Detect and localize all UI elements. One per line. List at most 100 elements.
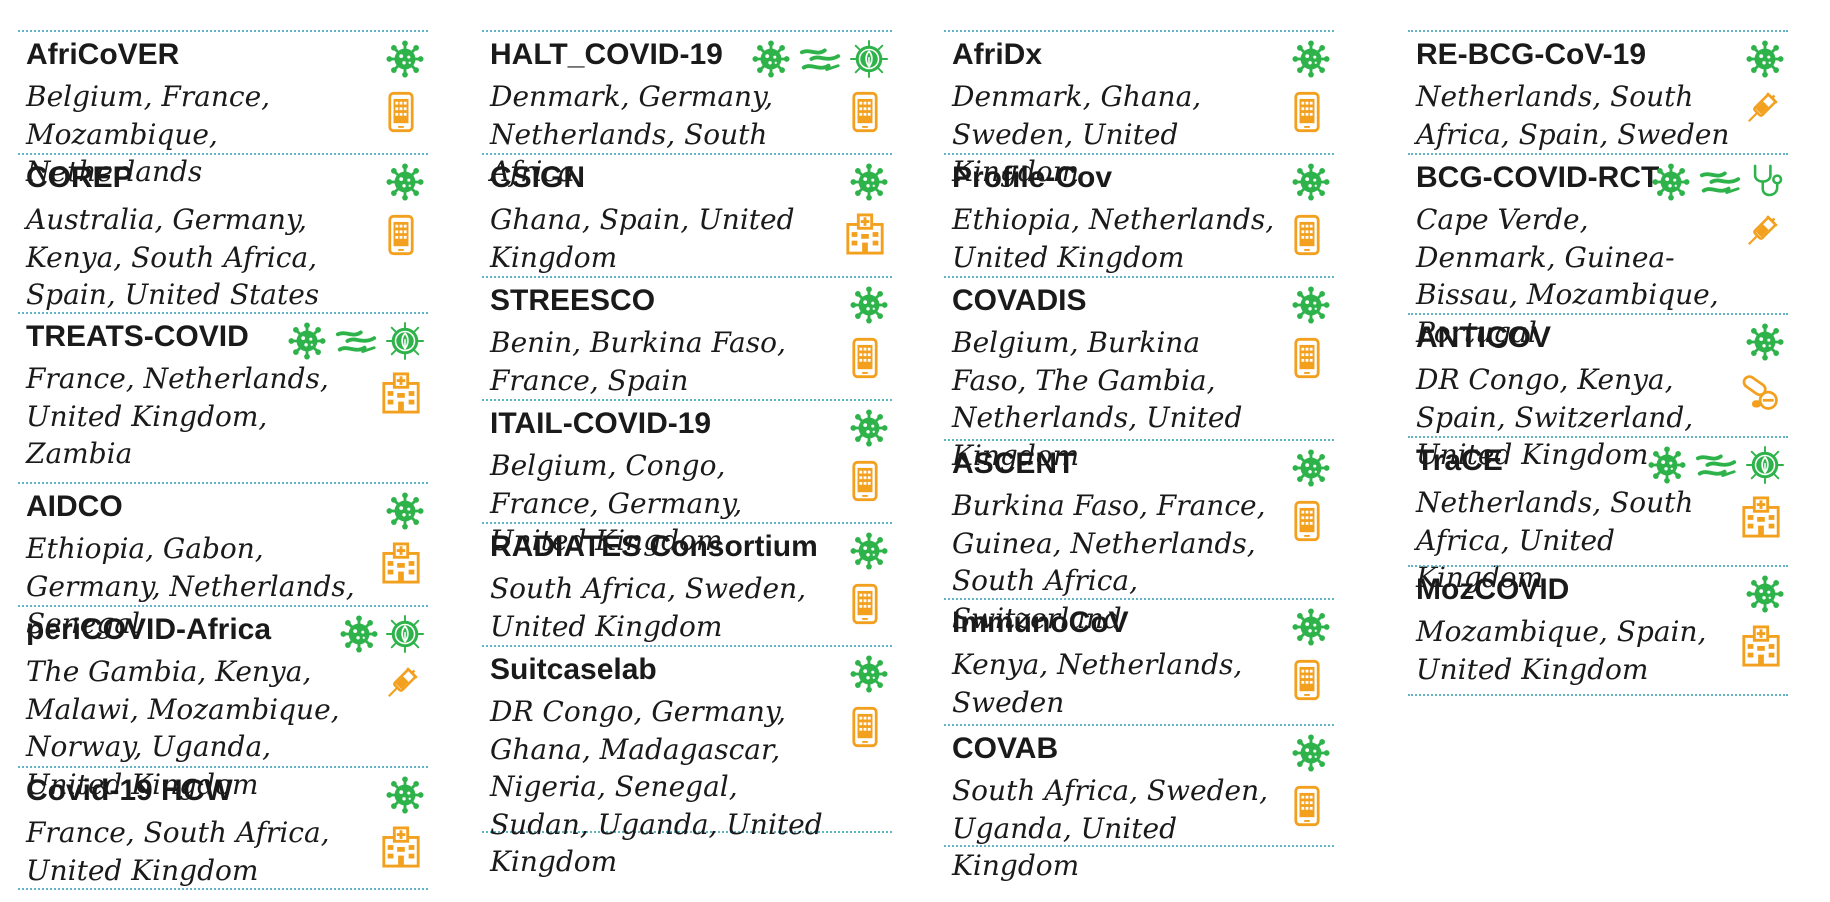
bacteria-icon xyxy=(1699,171,1741,195)
phone-icon xyxy=(1294,500,1320,542)
project-entry: ASCENT Burkina Faso, France, Guinea, Neth… xyxy=(944,439,1334,635)
virus-icon xyxy=(1746,323,1784,361)
project-name: COREP xyxy=(26,161,133,194)
project-countries: Denmark, Germany, Netherlands, South Afr… xyxy=(490,80,774,188)
virus-icon xyxy=(386,40,424,78)
project-countries: Ethiopia, Netherlands, United Kingdom xyxy=(952,203,1275,274)
virus-icon xyxy=(1292,734,1330,772)
project-entry: TraCE Netherlands, South Africa, United K… xyxy=(1408,436,1788,594)
project-name: ImmunoCoV xyxy=(952,606,1129,639)
virus-icon xyxy=(752,40,790,78)
virus-icon xyxy=(850,655,888,693)
bacteria-icon xyxy=(1695,454,1737,478)
project-countries: Cape Verde, Denmark, Guinea-Bissau, Moza… xyxy=(1416,203,1719,349)
project-entry: COVAB South Africa, Sweden, Uganda, Unite… xyxy=(944,724,1334,882)
project-name: AfriDx xyxy=(952,38,1043,71)
bacteria-icon xyxy=(335,330,377,354)
project-name: RE-BCG-CoV-19 xyxy=(1416,38,1647,71)
bacteria-icon xyxy=(799,48,841,72)
virus-icon xyxy=(1292,608,1330,646)
project-name: BCG-COVID-RCT xyxy=(1416,161,1660,194)
project-countries: Belgium, Burkina Faso, The Gambia, Nethe… xyxy=(952,326,1243,472)
virus-icon xyxy=(1292,40,1330,78)
phone-icon xyxy=(1294,214,1320,256)
antibody-icon xyxy=(386,322,424,360)
project-countries: South Africa, Sweden, United Kingdom xyxy=(490,572,807,643)
project-countries: Belgium, France, Mozambique, Netherlands xyxy=(26,80,271,188)
virus-icon xyxy=(386,163,424,201)
antibody-icon xyxy=(1746,446,1784,484)
project-name: ITAIL-COVID-19 xyxy=(490,407,712,440)
project-countries: Denmark, Ghana, Sweden, United Kingdom xyxy=(952,80,1202,188)
project-countries: Netherlands, South Africa, Spain, Sweden xyxy=(1416,80,1730,151)
pills-icon xyxy=(1741,373,1778,410)
virus-icon xyxy=(850,163,888,201)
phone-icon xyxy=(388,91,414,133)
project-name: ASCENT xyxy=(952,447,1076,480)
virus-icon xyxy=(850,286,888,324)
project-name: CSIGN xyxy=(490,161,586,194)
project-countries: Kenya, Netherlands, Sweden xyxy=(952,648,1243,719)
project-entry: CSIGN Ghana, Spain, United Kingdom xyxy=(482,153,892,276)
phone-icon xyxy=(852,460,878,502)
project-name: Profile-Cov xyxy=(952,161,1113,194)
phone-icon xyxy=(852,583,878,625)
virus-icon xyxy=(340,615,378,653)
virus-icon xyxy=(1648,446,1686,484)
hospital-icon xyxy=(382,372,420,414)
project-name: AIDCO xyxy=(26,490,123,523)
syringe-icon xyxy=(382,665,420,703)
antibody-icon xyxy=(850,40,888,78)
project-entry: ImmunoCoV Kenya, Netherlands, Sweden xyxy=(944,598,1334,724)
syringe-icon xyxy=(1742,213,1780,251)
phone-icon xyxy=(1294,659,1320,701)
project-countries: Burkina Faso, France, Guinea, Netherland… xyxy=(952,489,1266,635)
phone-icon xyxy=(852,337,878,379)
antibody-icon xyxy=(386,615,424,653)
project-countries: Ghana, Spain, United Kingdom xyxy=(490,203,795,274)
virus-icon xyxy=(1292,449,1330,487)
phone-icon xyxy=(1294,785,1320,827)
phone-icon xyxy=(852,706,878,748)
project-entry: BCG-COVID-RCT Cape Verde, Denmark, Guinea… xyxy=(1408,153,1788,349)
project-countries: South Africa, Sweden, Uganda, United Kin… xyxy=(952,774,1269,882)
project-name: TraCE xyxy=(1416,444,1503,477)
project-name: MozCOVID xyxy=(1416,573,1570,606)
virus-icon xyxy=(1292,163,1330,201)
project-countries: DR Congo, Germany, Ghana, Madagascar, Ni… xyxy=(490,695,823,878)
virus-icon xyxy=(1746,575,1784,613)
project-name: periCOVID-Africa xyxy=(26,613,272,646)
virus-icon xyxy=(386,492,424,530)
project-countries: France, South Africa, United Kingdom xyxy=(26,816,330,887)
project-countries: Australia, Germany, Kenya, South Africa,… xyxy=(26,203,320,311)
project-countries: DR Congo, Kenya, Spain, Switzerland, Uni… xyxy=(1416,363,1694,471)
project-countries: Benin, Burkina Faso, France, Spain xyxy=(490,326,786,397)
project-name: COVAB xyxy=(952,732,1059,765)
project-countries: Netherlands, South Africa, United Kingdo… xyxy=(1416,486,1694,594)
project-name: HALT_COVID-19 xyxy=(490,38,723,71)
project-countries: France, Netherlands, United Kingdom, Zam… xyxy=(26,362,329,470)
project-countries: Belgium, Congo, France, Germany, United … xyxy=(490,449,743,557)
project-countries: The Gambia, Kenya, Malawi, Mozambique, N… xyxy=(26,655,340,801)
phone-icon xyxy=(388,214,414,256)
virus-icon xyxy=(288,322,326,360)
